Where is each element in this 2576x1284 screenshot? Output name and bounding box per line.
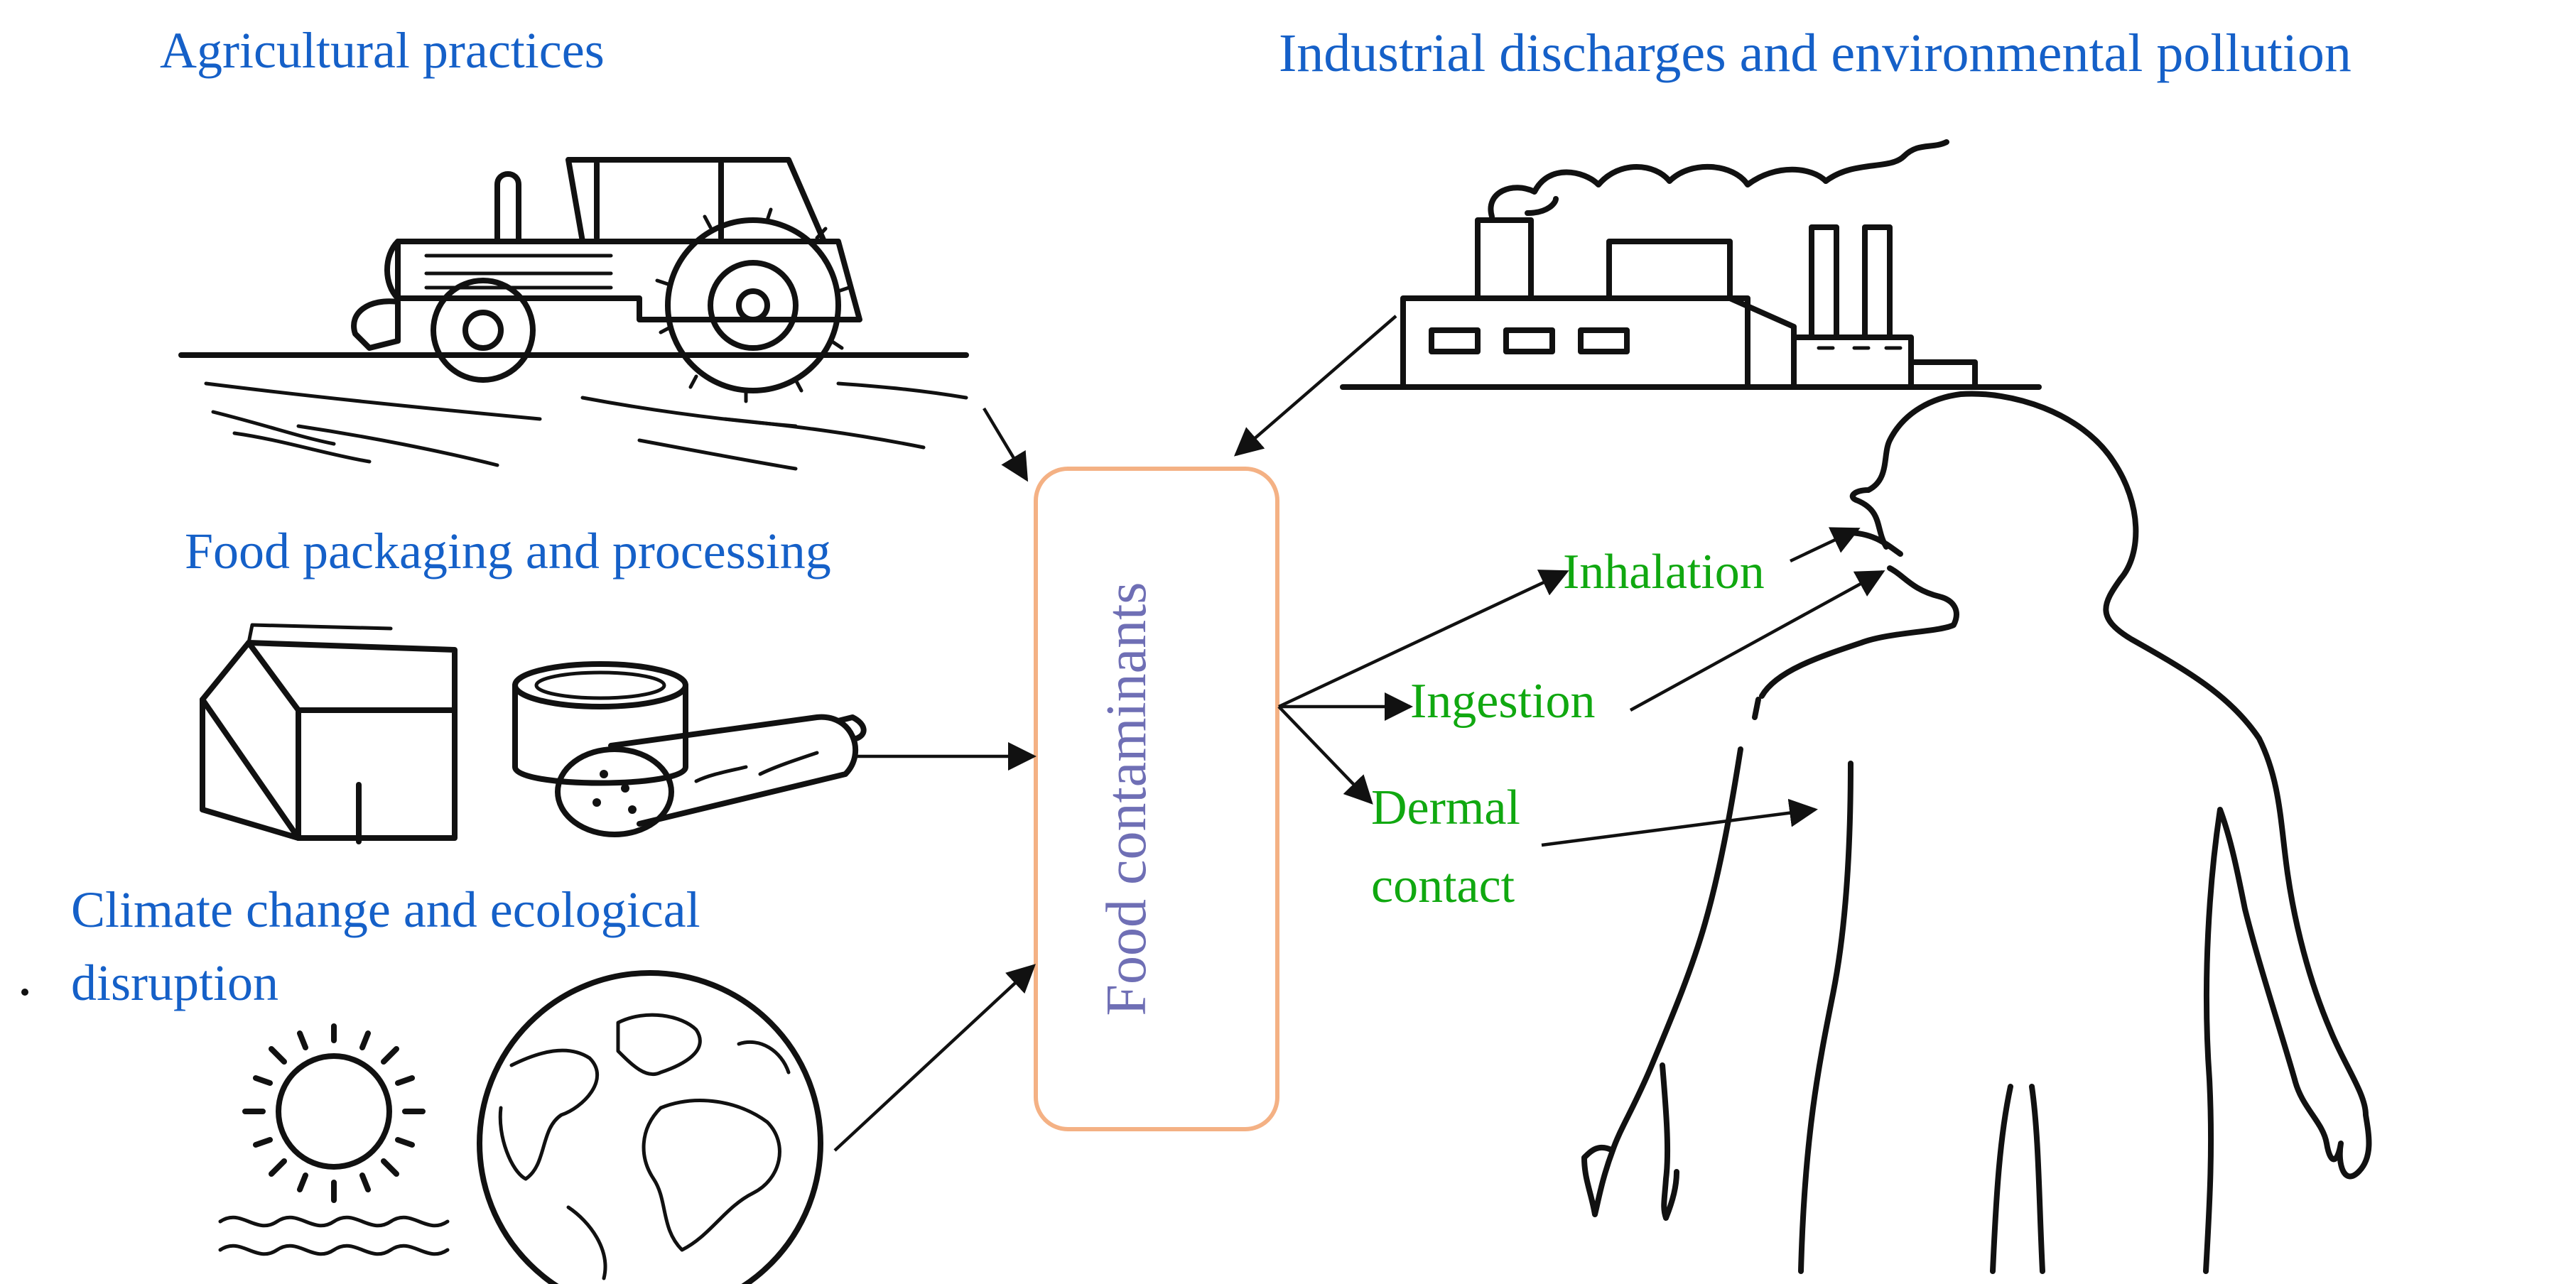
dermal-contact-label-line1: Dermal: [1371, 780, 1520, 835]
arrow-contaminants-to-dermal: [1277, 705, 1373, 805]
ingestion-label: Ingestion: [1410, 674, 1596, 729]
arrow-industry-to-contaminants: [1233, 315, 1397, 457]
inhalation-label: Inhalation: [1563, 545, 1765, 599]
agricultural-practices-label: Agricultural practices: [160, 22, 605, 79]
source-arrows: [833, 315, 1397, 1152]
industrial-pollution-label: Industrial discharges and environmental …: [1279, 23, 2352, 83]
food-contaminants-label: Food contaminants: [1095, 582, 1158, 1016]
tractor-icon: [178, 157, 969, 471]
exposure-arrows: [1277, 527, 1885, 847]
dermal-contact-label-line2: contact: [1371, 859, 1515, 913]
stray-dot: [21, 989, 28, 996]
food-contaminants-box: Food contaminants: [1034, 467, 1279, 1131]
climate-change-label-line1: Climate change and ecological: [71, 881, 700, 938]
arrow-climate-to-contaminants: [833, 964, 1036, 1152]
arrow-dermal-to-skin: [1541, 798, 1818, 847]
arrow-agriculture-to-contaminants: [983, 407, 1029, 482]
food-packages-icon: [200, 623, 867, 844]
arrow-inhalation-to-nose: [1790, 527, 1861, 563]
globe-icon: [477, 970, 823, 1284]
climate-change-label-line2: disruption: [71, 954, 278, 1011]
sun-icon: [218, 1023, 450, 1256]
factory-icon: [1340, 139, 2042, 390]
arrow-contaminants-to-inhalation: [1278, 570, 1569, 709]
arrow-ingestion-to-mouth: [1629, 570, 1885, 712]
food-packaging-label: Food packaging and processing: [185, 523, 831, 580]
human-silhouette-icon: [1581, 391, 2372, 1274]
